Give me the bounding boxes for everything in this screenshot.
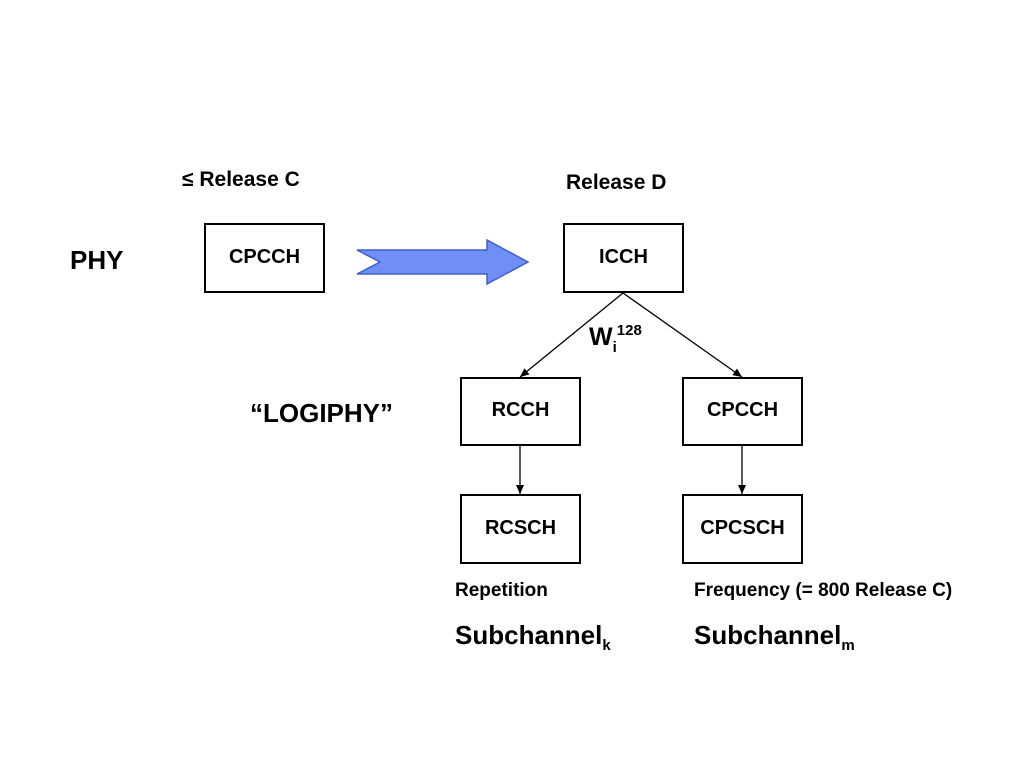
box-icch: ICCH: [563, 223, 684, 293]
spreading-code-label: Wi128: [589, 322, 642, 356]
box-cpcsch: CPCSCH: [682, 494, 803, 564]
subchannel-k-base: Subchannel: [455, 620, 603, 650]
subchannel-m-label: Subchannelm: [694, 620, 855, 654]
header-release-d: Release D: [566, 171, 667, 194]
box-rcsch: RCSCH: [460, 494, 581, 564]
logiphy-label: “LOGIPHY”: [250, 398, 394, 428]
subchannel-k-label: Subchannelk: [455, 620, 611, 654]
subchannel-k-subscript: k: [602, 637, 611, 654]
phy-label: PHY: [70, 245, 124, 275]
box-cpcch-release-c: CPCCH: [204, 223, 325, 293]
note-repetition: Repetition: [455, 580, 548, 601]
subchannel-m-subscript: m: [841, 637, 855, 654]
box-cpcch-release-d: CPCCH: [682, 377, 803, 446]
spreading-code-superscript: 128: [616, 322, 642, 339]
box-rcch: RCCH: [460, 377, 581, 446]
right-block-arrow-icon: [356, 238, 530, 286]
spreading-code-subscript: i: [612, 339, 617, 356]
header-release-c: ≤ Release C: [182, 168, 300, 191]
connector-icch-cpcch: [622, 292, 743, 378]
connector-icch-rcch: [519, 292, 624, 378]
spreading-code-base: W: [589, 323, 613, 351]
note-frequency: Frequency (= 800 Release C): [694, 580, 953, 601]
subchannel-m-base: Subchannel: [694, 620, 842, 650]
